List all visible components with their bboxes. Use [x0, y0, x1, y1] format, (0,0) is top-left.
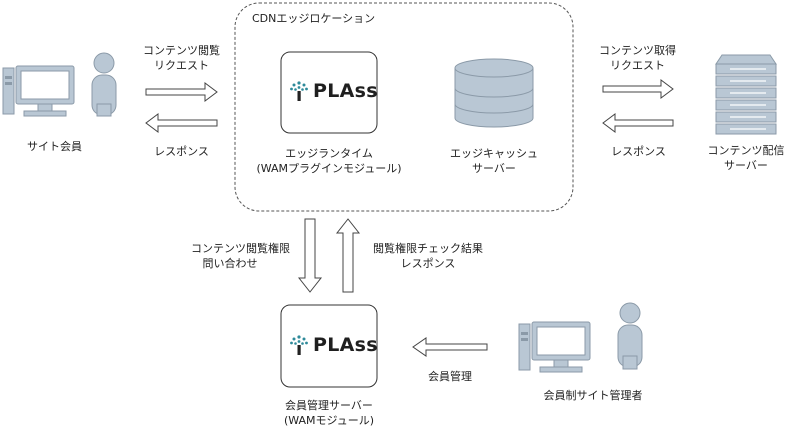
- member-server-logo: PLAss: [289, 334, 378, 356]
- cdn-edge-zone: [234, 2, 574, 212]
- permission-query-line1: コンテンツ閲覧権限: [191, 242, 290, 255]
- database-icon: [454, 58, 534, 128]
- response-right-label: レスポンス: [611, 145, 666, 158]
- permission-result-line1: 閲覧権限チェック結果: [373, 242, 483, 255]
- admin-person-icon: [617, 302, 643, 370]
- response-arrow-left-right-side: [602, 113, 674, 133]
- server-rack-icon: [715, 54, 777, 135]
- response-arrow-left: [145, 113, 218, 133]
- fetch-arrow-right: [602, 79, 674, 99]
- edge-cache-line2: サーバー: [472, 162, 516, 175]
- permission-result-line2: レスポンス: [400, 257, 456, 270]
- member-server-logo-text: PLAss: [313, 334, 378, 356]
- edge-runtime-line2: (WAMプラグインモジュール): [256, 162, 402, 175]
- content-fetch-line2: リクエスト: [610, 59, 665, 72]
- cdn-zone-title: CDNエッジロケーション: [252, 12, 376, 25]
- member-server-line1: 会員管理サーバー: [285, 399, 373, 412]
- member-server-line2: (WAMモジュール): [283, 414, 375, 427]
- computer-icon: [2, 65, 75, 117]
- response-left-label: レスポンス: [154, 145, 209, 158]
- content-request-line2: リクエスト: [154, 59, 209, 72]
- edge-runtime-logo-text: PLAss: [313, 80, 378, 102]
- manage-arrow-left: [412, 337, 488, 357]
- edge-runtime-line1: エッジランタイム: [285, 147, 373, 160]
- query-arrow-down: [297, 218, 323, 293]
- site-admin-label: 会員制サイト管理者: [543, 389, 643, 402]
- content-fetch-label: コンテンツ取得 リクエスト: [590, 43, 685, 73]
- content-server-label: コンテンツ配信 サーバー: [696, 143, 796, 173]
- admin-computer-icon: [518, 321, 591, 373]
- member-management-label: 会員管理: [428, 370, 472, 383]
- edge-runtime-logo: PLAss: [289, 80, 378, 102]
- member-server-box: [280, 304, 378, 388]
- plass-logo-icon: [290, 335, 308, 355]
- permission-result-label: 閲覧権限チェック結果 レスポンス: [368, 241, 488, 271]
- member-server-label: 会員管理サーバー (WAMモジュール): [264, 398, 394, 428]
- site-member-label: サイト会員: [27, 140, 82, 153]
- permission-query-line2: 問い合わせ: [202, 257, 258, 270]
- request-arrow-right: [145, 82, 218, 102]
- edge-runtime-label: エッジランタイム (WAMプラグインモジュール): [244, 146, 414, 176]
- content-server-line1: コンテンツ配信: [707, 144, 785, 157]
- edge-cache-label: エッジキャッシュ サーバー: [444, 146, 544, 176]
- plass-logo-icon: [290, 81, 308, 101]
- edge-runtime-box: [280, 51, 378, 134]
- person-icon: [91, 52, 117, 117]
- content-request-line1: コンテンツ閲覧: [143, 44, 220, 57]
- content-fetch-line1: コンテンツ取得: [599, 44, 676, 57]
- result-arrow-up: [335, 218, 361, 293]
- permission-query-label: コンテンツ閲覧権限 問い合わせ: [170, 241, 290, 271]
- content-server-line2: サーバー: [724, 159, 768, 172]
- edge-cache-line1: エッジキャッシュ: [450, 147, 538, 160]
- content-request-label: コンテンツ閲覧 リクエスト: [134, 43, 229, 73]
